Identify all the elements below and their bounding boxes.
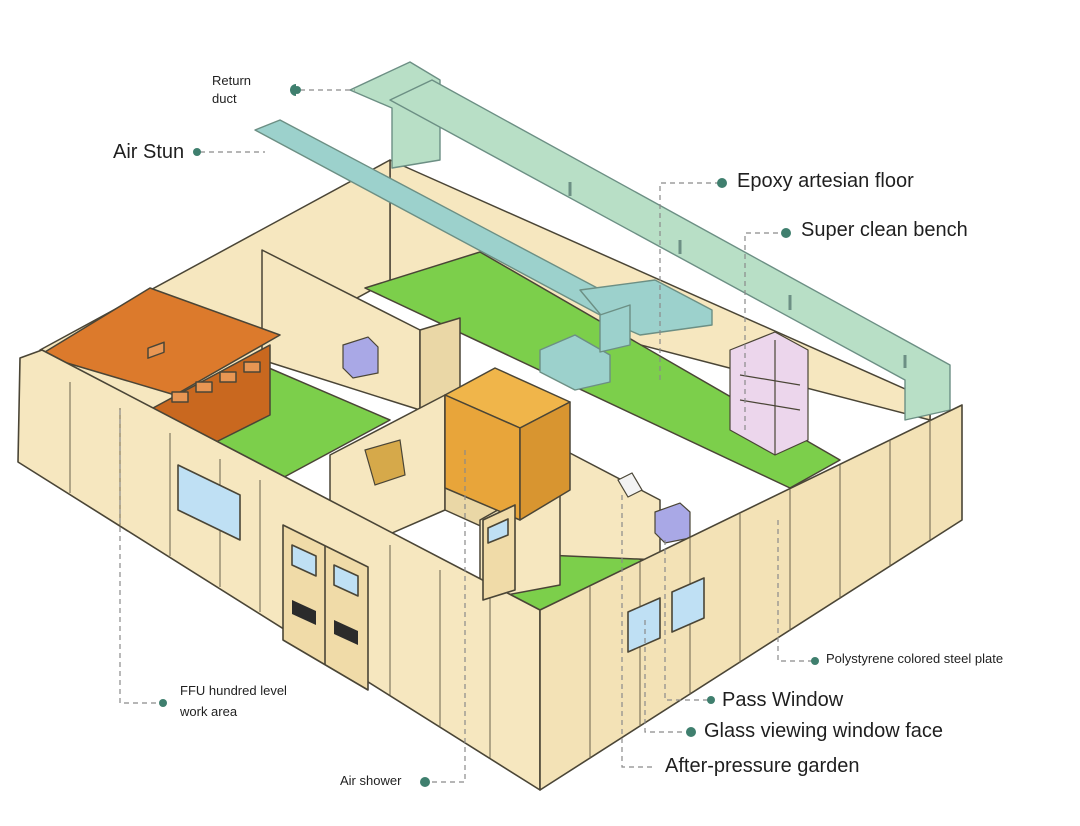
label-epoxy-floor: Epoxy artesian floor — [737, 170, 914, 192]
label-return-duct-line2: duct — [212, 91, 237, 106]
supply-duct-box — [539, 334, 611, 391]
air-shower-unit — [444, 367, 571, 521]
ffu-panels — [147, 341, 261, 403]
fixtures — [342, 336, 691, 544]
clean-bench-side — [729, 331, 809, 456]
label-air-stun: Air Stun — [113, 141, 185, 163]
label-polystyrene-plate: Polystyrene colored steel plate — [826, 651, 1004, 666]
glass-window-2 — [671, 577, 705, 633]
label-air-shower: Air shower — [340, 773, 402, 788]
pass-window-box-3 — [364, 439, 406, 486]
label-glass-viewing-window: Glass viewing window face — [704, 720, 943, 742]
leader-epoxy — [659, 182, 718, 380]
label-ffu-line2: work area — [180, 704, 238, 719]
leader-ffu — [119, 410, 160, 704]
leader-lines — [119, 89, 812, 783]
label-super-clean-bench: Super clean bench — [801, 219, 968, 241]
leader-glass — [644, 620, 688, 733]
label-return-duct-line1: Return — [212, 73, 252, 88]
leader-polystyrene — [777, 520, 812, 662]
after-pressure-fixture — [617, 472, 643, 498]
inner-door — [482, 504, 516, 601]
leader-bench — [744, 232, 782, 430]
orange-room-top — [39, 287, 281, 396]
pass-window-box-1 — [342, 336, 379, 379]
label-after-pressure-garden: After-pressure garden — [665, 755, 860, 777]
leader-markers — [159, 84, 819, 787]
air-shower-side — [519, 401, 571, 521]
label-pass-window: Pass Window — [722, 689, 844, 711]
label-ffu-line1: FFU hundred level — [180, 683, 287, 698]
ducts — [254, 61, 951, 421]
viewing-window-left — [177, 464, 241, 541]
glass-window-1 — [627, 597, 661, 653]
clean-bench — [729, 331, 809, 456]
leader-air-shower — [428, 450, 466, 783]
supply-duct-drop — [599, 304, 631, 353]
leader-after-pressure — [621, 495, 655, 768]
